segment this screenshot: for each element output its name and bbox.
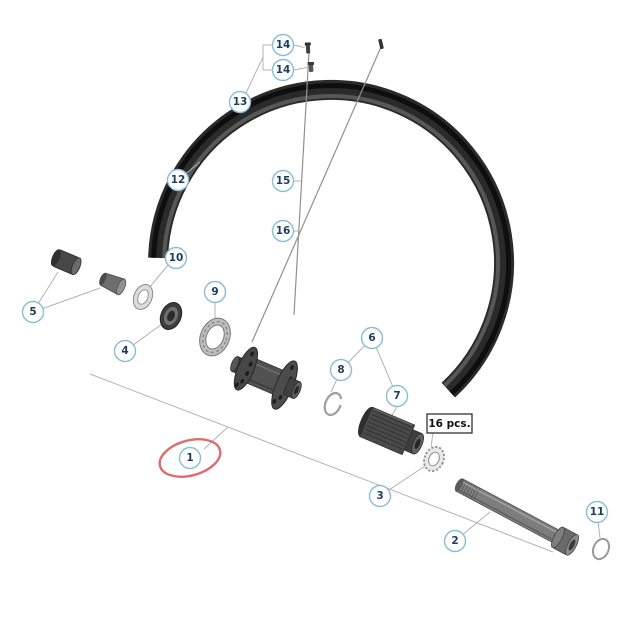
hub-body	[230, 346, 302, 410]
assembly-centerline	[89, 373, 554, 553]
callout-number: 2	[451, 535, 458, 547]
lock-ring	[199, 317, 231, 357]
callout-12: 12	[166, 168, 190, 192]
callout-14a: 14	[271, 33, 295, 57]
callout-circle	[385, 384, 409, 408]
callout-circle	[203, 280, 227, 304]
snap-ring	[323, 391, 343, 417]
callout-circle	[443, 529, 467, 553]
callout-9: 9	[203, 280, 227, 304]
callout-3: 3	[368, 484, 392, 508]
callout-number: 1	[186, 452, 193, 464]
cartridge-bearing	[159, 302, 183, 330]
spoke-nipple	[307, 61, 315, 73]
rim-arc	[148, 79, 515, 398]
callout-circle	[329, 358, 353, 382]
serrated-washer	[423, 446, 445, 472]
callout-circle	[271, 58, 295, 82]
callout-16: 16	[271, 219, 295, 243]
callout-circle	[271, 169, 295, 193]
callout-number: 7	[393, 390, 400, 402]
callout-number: 13	[233, 96, 248, 108]
callout-number: 11	[590, 506, 605, 518]
leader-line	[133, 323, 163, 346]
o-ring	[591, 537, 611, 561]
callout-2: 2	[443, 529, 467, 553]
leader-line	[388, 465, 426, 491]
callout-number: 3	[376, 490, 383, 502]
leader-line	[462, 511, 491, 535]
callout-circle	[166, 168, 190, 192]
thru-axle	[454, 478, 579, 556]
callout-circle	[113, 339, 137, 363]
leader-line	[148, 264, 169, 289]
leader-line	[293, 67, 308, 71]
cone-nut	[99, 272, 127, 296]
leader-line	[430, 432, 434, 448]
leader-line	[245, 56, 264, 94]
leader-line	[185, 161, 201, 174]
quantity-label: 16 pcs.	[426, 413, 473, 434]
callout-number: 9	[211, 286, 218, 298]
callout-6: 6	[360, 326, 384, 350]
callout-number: 6	[368, 332, 375, 344]
leader-line	[293, 44, 305, 48]
seal-washer	[132, 284, 154, 310]
callout-15: 15	[271, 169, 295, 193]
callout-circle	[164, 246, 188, 270]
callout-number: 12	[171, 174, 186, 186]
callout-number: 5	[29, 306, 36, 318]
quantity-label-text: 16 pcs.	[428, 418, 470, 430]
callout-number: 14	[276, 39, 291, 51]
callout-5: 5	[21, 300, 45, 324]
callout-number: 8	[337, 364, 344, 376]
leader-line	[42, 287, 101, 309]
callout-circle	[271, 33, 295, 57]
spoke	[251, 46, 382, 343]
callout-circle	[271, 219, 295, 243]
hub-end-cap	[50, 249, 82, 276]
callout-number: 14	[276, 64, 291, 76]
callout-7: 7	[385, 384, 409, 408]
callout-8: 8	[329, 358, 353, 382]
leader-line	[375, 347, 394, 387]
callout-14b: 14	[271, 58, 295, 82]
callout-circle	[360, 326, 384, 350]
highlight-ellipse	[158, 438, 222, 478]
leader-line	[347, 345, 366, 363]
callout-11: 11	[585, 500, 609, 524]
callout-circle	[368, 484, 392, 508]
callout-number: 16	[276, 225, 291, 237]
callout-circle	[228, 90, 252, 114]
callout-13: 13	[228, 90, 252, 114]
leader-line	[38, 271, 59, 304]
spoke-nipple	[378, 38, 384, 50]
leader-line	[597, 522, 601, 539]
rim-inner-edge	[162, 94, 501, 388]
callout-10: 10	[164, 246, 188, 270]
callout-circle	[178, 446, 202, 470]
leader-lines	[38, 44, 601, 553]
callout-4: 4	[113, 339, 137, 363]
callout-1: 1	[178, 446, 202, 470]
rim-outer-edge	[151, 83, 512, 396]
callout-number: 15	[276, 175, 291, 187]
quantity-label-box	[426, 413, 473, 434]
callout-circle	[21, 300, 45, 324]
wheel-rim	[148, 79, 515, 398]
spoke	[293, 51, 310, 316]
spoke-nipple	[304, 42, 311, 54]
leader-line	[330, 379, 338, 393]
callout-circle	[585, 500, 609, 524]
freehub-body	[358, 406, 424, 456]
callout-number: 4	[121, 345, 128, 357]
leader-line	[203, 426, 229, 450]
callout-number: 10	[169, 252, 184, 264]
